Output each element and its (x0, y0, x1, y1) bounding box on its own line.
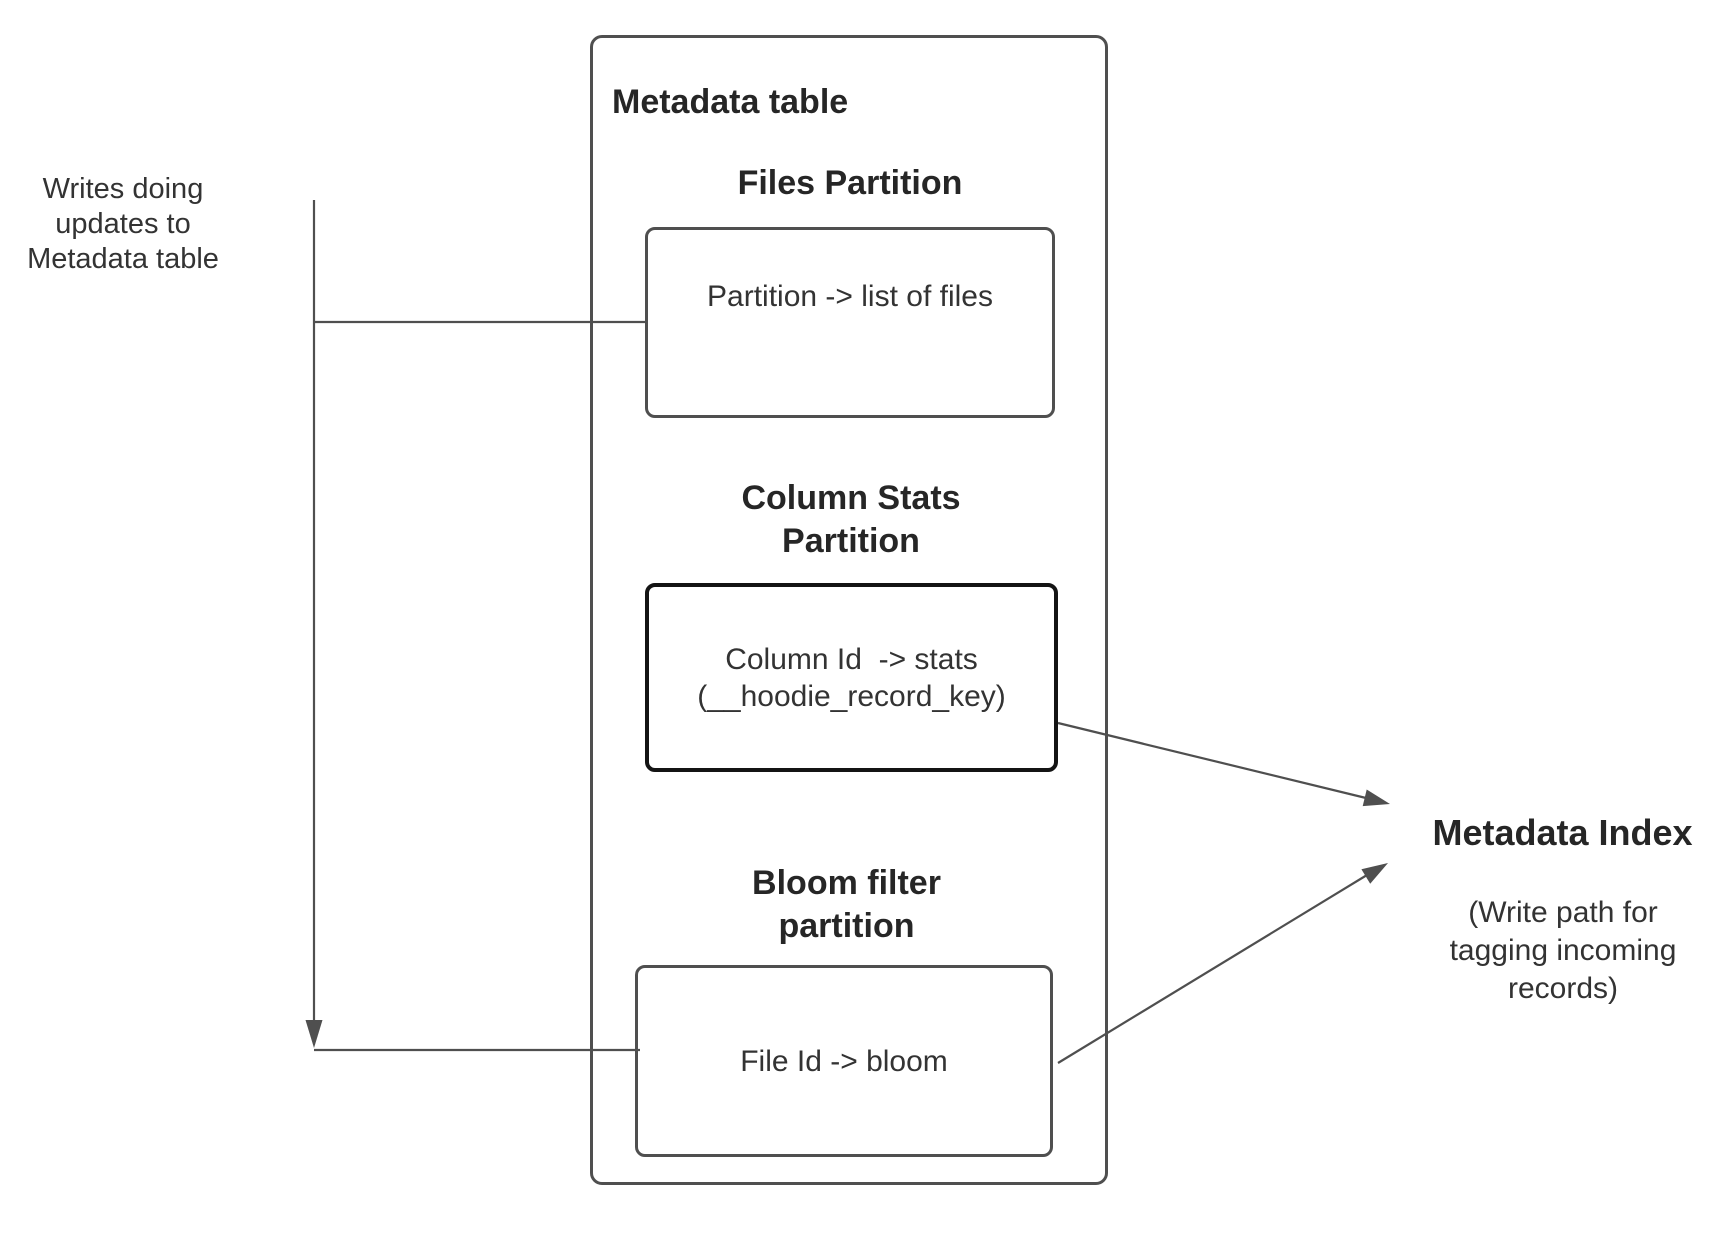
bloom-filter-partition-header: Bloom filter partition (752, 864, 941, 945)
column-stats-partition-header: Column Stats Partition (741, 479, 961, 560)
bloom-filter-mapping: File Id -> bloom (740, 1044, 948, 1078)
writes-note: Writes doing updates to Metadata table (27, 173, 219, 275)
arrow-down-icon (305, 1020, 323, 1048)
files-partition-header: Files Partition (737, 164, 963, 202)
bloom-to-index-line (1057, 874, 1368, 1064)
stats-to-index-line (1057, 721, 1367, 800)
files-partition-mapping: Partition -> list of files (707, 280, 993, 313)
files-partition-box: Partition -> list of files (645, 227, 1055, 418)
metadata-index-subtitle: (Write path for tagging incoming records… (1449, 896, 1677, 1005)
column-stats-partition-box: Column Id -> stats (__hoodie_record_key) (645, 583, 1058, 772)
arrow-up-right-icon (1361, 863, 1388, 884)
metadata-table-title: Metadata table (612, 83, 849, 121)
arrow-right-icon (1362, 789, 1390, 807)
metadata-table-container (590, 35, 1108, 1185)
metadata-index-title: Metadata Index (1432, 812, 1693, 853)
column-stats-mapping: Column Id -> stats (__hoodie_record_key) (697, 642, 1006, 713)
bloom-filter-partition-box: File Id -> bloom (635, 965, 1053, 1157)
